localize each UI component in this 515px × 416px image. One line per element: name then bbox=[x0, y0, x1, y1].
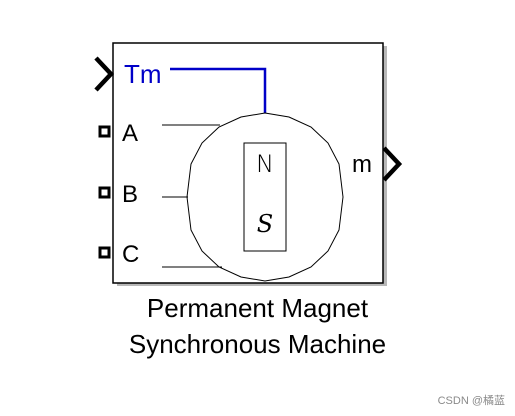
south-pole-label: S bbox=[257, 210, 273, 238]
tm-input-port-icon[interactable] bbox=[94, 56, 115, 92]
port-a-icon[interactable] bbox=[98, 125, 111, 138]
block-caption-line-1: Permanent Magnet bbox=[146, 293, 369, 323]
port-c-icon[interactable] bbox=[98, 246, 111, 259]
north-pole-label: N bbox=[256, 150, 274, 178]
m-port-label: m bbox=[352, 151, 372, 178]
port-b-label: B bbox=[122, 181, 138, 208]
stator-circle-icon bbox=[186, 112, 344, 282]
block-caption-line-2: Synchronous Machine bbox=[128, 329, 387, 359]
tm-signal-line bbox=[170, 67, 267, 113]
rotor-magnet-icon bbox=[243, 142, 287, 252]
port-b-icon[interactable] bbox=[98, 186, 111, 199]
watermark: CSDN @橘蓝 bbox=[437, 395, 505, 407]
port-c-label: C bbox=[122, 241, 139, 268]
m-output-port-icon[interactable] bbox=[382, 146, 403, 182]
port-a-label: A bbox=[122, 120, 138, 147]
tm-port-label: Tm bbox=[124, 59, 162, 89]
